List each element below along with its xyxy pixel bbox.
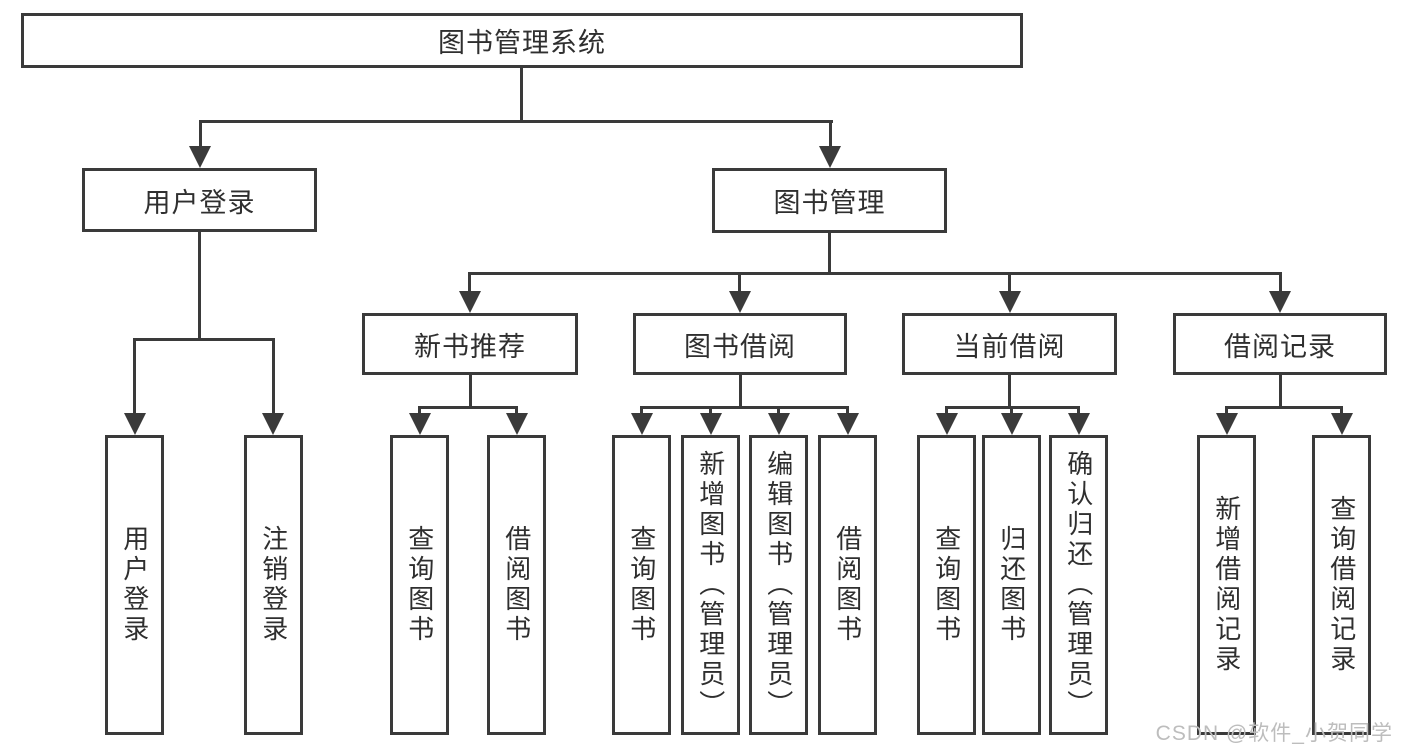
leaf-recommend-borrow-books: 借阅图书 — [487, 435, 546, 735]
node-user-login: 用户登录 — [82, 168, 317, 232]
leaf-user-login-label: 用户登录 — [119, 525, 150, 645]
connector-line — [640, 406, 849, 409]
node-book-borrow: 图书借阅 — [633, 313, 847, 375]
connector-line — [828, 233, 831, 273]
connector-line — [640, 406, 643, 415]
connector-line — [1225, 406, 1228, 415]
arrow-head — [1269, 291, 1291, 313]
arrow-head — [189, 146, 211, 168]
connector-line — [1340, 406, 1343, 415]
connector-line — [1225, 406, 1343, 409]
connector-line — [133, 338, 136, 415]
connector-line — [777, 406, 780, 415]
arrow-head — [819, 146, 841, 168]
node-book-borrow-label: 图书借阅 — [684, 331, 796, 362]
arrow-head — [459, 291, 481, 313]
leaf-recommend-query-books-label: 查询图书 — [404, 525, 435, 645]
connector-line — [418, 406, 421, 415]
leaf-records-query-record-label: 查询借阅记录 — [1326, 495, 1357, 675]
arrow-head — [999, 291, 1021, 313]
leaf-recommend-query-books: 查询图书 — [390, 435, 449, 735]
leaf-current-query-books-label: 查询图书 — [931, 525, 962, 645]
arrow-head — [729, 291, 751, 313]
connector-line — [1279, 375, 1282, 408]
leaf-borrow-edit-books-admin-label: 编辑图书（管理员） — [763, 450, 794, 720]
arrow-head — [1001, 413, 1023, 435]
connector-line — [739, 375, 742, 408]
connector-line — [945, 406, 948, 415]
connector-line — [515, 406, 518, 415]
connector-line — [520, 68, 523, 120]
arrow-head — [1331, 413, 1353, 435]
connector-line — [133, 338, 275, 341]
leaf-user-login: 用户登录 — [105, 435, 164, 735]
leaf-logout: 注销登录 — [244, 435, 303, 735]
arrow-head — [700, 413, 722, 435]
connector-line — [1008, 272, 1011, 292]
node-borrow-records: 借阅记录 — [1173, 313, 1387, 375]
connector-line — [418, 406, 518, 409]
connector-line — [1010, 406, 1013, 415]
connector-line — [469, 375, 472, 408]
arrow-head — [1216, 413, 1238, 435]
connector-line — [846, 406, 849, 415]
arrow-head — [936, 413, 958, 435]
arrow-head — [262, 413, 284, 435]
arrow-head — [768, 413, 790, 435]
leaf-borrow-query-books-label: 查询图书 — [626, 525, 657, 645]
leaf-current-return-books-label: 归还图书 — [996, 525, 1027, 645]
node-current-borrow-label: 当前借阅 — [953, 331, 1066, 362]
connector-line — [1008, 375, 1011, 408]
connector-line — [272, 338, 275, 415]
leaf-logout-label: 注销登录 — [258, 525, 289, 645]
node-new-book-recommend: 新书推荐 — [362, 313, 578, 375]
leaf-borrow-query-books: 查询图书 — [612, 435, 671, 735]
node-borrow-records-label: 借阅记录 — [1224, 331, 1336, 362]
connector-line — [738, 272, 741, 292]
connector-line — [829, 120, 832, 150]
arrow-head — [409, 413, 431, 435]
leaf-records-add-record: 新增借阅记录 — [1197, 435, 1256, 735]
leaf-recommend-borrow-books-label: 借阅图书 — [501, 525, 532, 645]
node-new-book-recommend-label: 新书推荐 — [414, 331, 526, 362]
arrow-head — [506, 413, 528, 435]
arrow-head — [124, 413, 146, 435]
node-book-management-label: 图书管理 — [773, 188, 886, 218]
leaf-records-add-record-label: 新增借阅记录 — [1211, 495, 1242, 675]
connector-line — [469, 272, 1282, 275]
node-current-borrow: 当前借阅 — [902, 313, 1117, 375]
leaf-current-return-books: 归还图书 — [982, 435, 1041, 735]
leaf-current-query-books: 查询图书 — [917, 435, 976, 735]
node-root: 图书管理系统 — [21, 13, 1023, 68]
leaf-records-query-record: 查询借阅记录 — [1312, 435, 1371, 735]
node-root-label: 图书管理系统 — [438, 28, 606, 58]
arrow-head — [837, 413, 859, 435]
connector-line — [1279, 272, 1282, 292]
leaf-borrow-borrow-books: 借阅图书 — [818, 435, 877, 735]
leaf-borrow-borrow-books-label: 借阅图书 — [832, 525, 863, 645]
leaf-borrow-add-books-admin: 新增图书（管理员） — [681, 435, 740, 735]
connector-line — [199, 120, 202, 150]
leaf-current-confirm-return-admin: 确认归还（管理员） — [1049, 435, 1108, 735]
connector-line — [468, 272, 471, 292]
leaf-current-confirm-return-admin-label: 确认归还（管理员） — [1063, 450, 1094, 720]
arrow-head — [1068, 413, 1090, 435]
csdn-watermark: CSDN @软件_小贺同学 — [1155, 722, 1393, 745]
leaf-borrow-edit-books-admin: 编辑图书（管理员） — [749, 435, 808, 735]
connector-line — [1077, 406, 1080, 415]
arrow-head — [631, 413, 653, 435]
connector-line — [198, 232, 201, 338]
leaf-borrow-add-books-admin-label: 新增图书（管理员） — [695, 450, 726, 720]
connector-line — [709, 406, 712, 415]
connector-line — [199, 120, 833, 123]
node-book-management: 图书管理 — [712, 168, 947, 233]
node-user-login-label: 用户登录 — [143, 187, 256, 218]
